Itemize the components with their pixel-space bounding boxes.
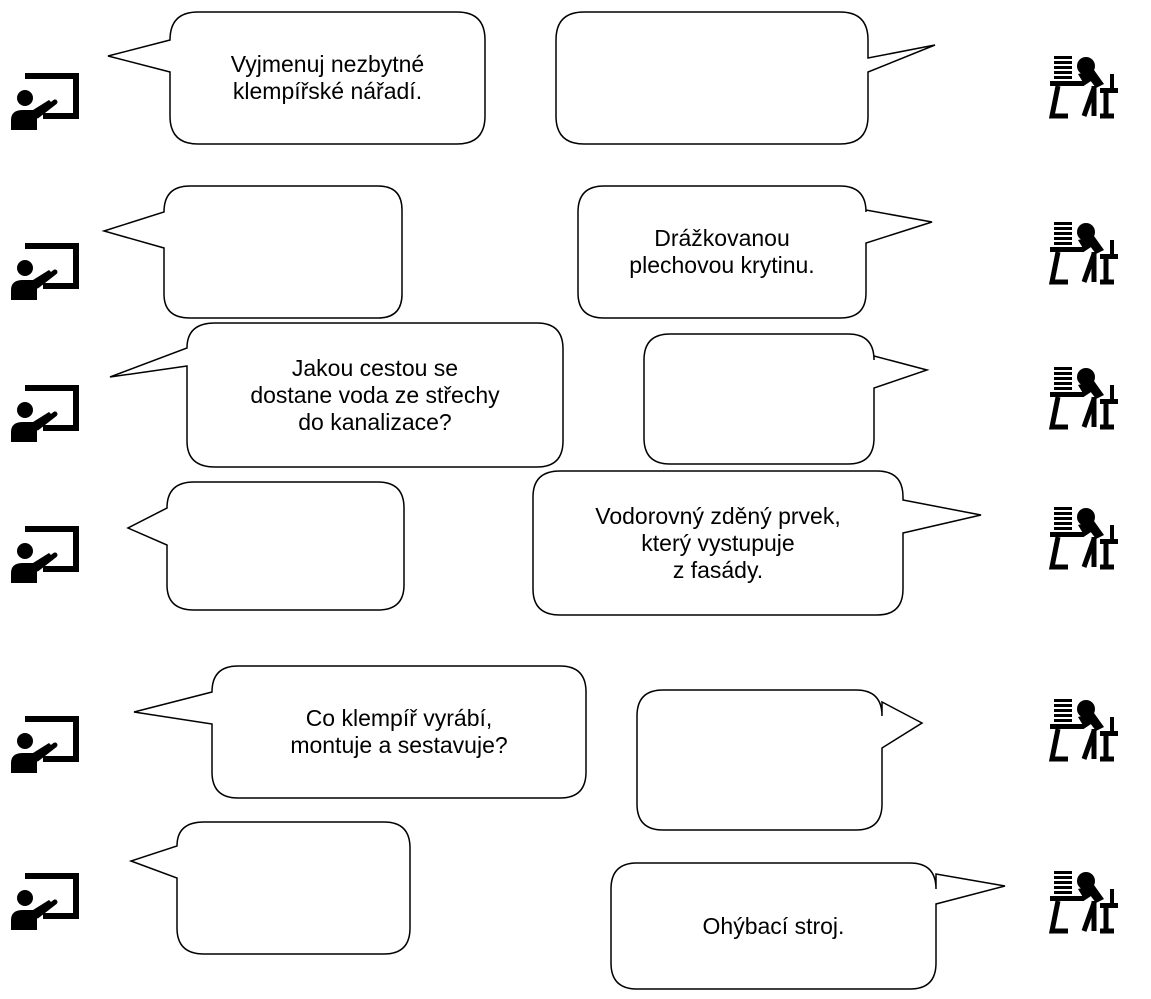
teacher-speech-bubble (128, 821, 411, 955)
teacher-speech-bubble (133, 665, 587, 799)
teacher-icon (11, 76, 76, 130)
student-icon (1050, 699, 1118, 759)
student-speech-bubble (577, 185, 933, 319)
student-icon (1050, 871, 1118, 931)
teacher-icon (11, 529, 76, 583)
teacher-icon (11, 246, 76, 300)
teacher-speech-bubble (109, 322, 564, 468)
teacher-question-text: Co klempíř vyrábí, montuje a sestavuje? (290, 705, 508, 758)
teacher-speech-bubble (107, 11, 486, 145)
teacher-icon (11, 719, 76, 773)
teacher-question-text: Vyjmenuj nezbytné klempířské nářadí. (230, 51, 425, 104)
student-speech-bubble (636, 689, 924, 831)
student-speech-bubble (532, 470, 982, 616)
student-answer-text[interactable] (556, 12, 868, 144)
teacher-question-text[interactable] (177, 822, 410, 954)
student-icon (1050, 56, 1118, 116)
teacher-icon (11, 388, 76, 442)
teacher-speech-bubble (101, 185, 403, 319)
teacher-question-text[interactable] (167, 482, 404, 610)
teacher-speech-bubble (126, 481, 405, 611)
student-answer-text[interactable] (637, 690, 882, 830)
student-answer-text: Ohýbací stroj. (702, 912, 845, 939)
student-icon (1050, 222, 1118, 282)
student-answer-text: Drážkovanou plechovou krytinu. (629, 225, 815, 278)
student-speech-bubble (555, 11, 936, 145)
student-speech-bubble (643, 333, 930, 465)
student-icon (1050, 507, 1118, 567)
student-speech-bubble (610, 862, 1006, 990)
student-answer-text: Vodorovný zděný prvek, který vystupuje z… (595, 502, 841, 583)
teacher-icon (11, 876, 76, 930)
teacher-question-text[interactable] (164, 186, 402, 318)
student-icon (1050, 367, 1118, 427)
teacher-question-text: Jakou cestou se dostane voda ze střechy … (250, 354, 500, 435)
student-answer-text[interactable] (644, 334, 874, 464)
